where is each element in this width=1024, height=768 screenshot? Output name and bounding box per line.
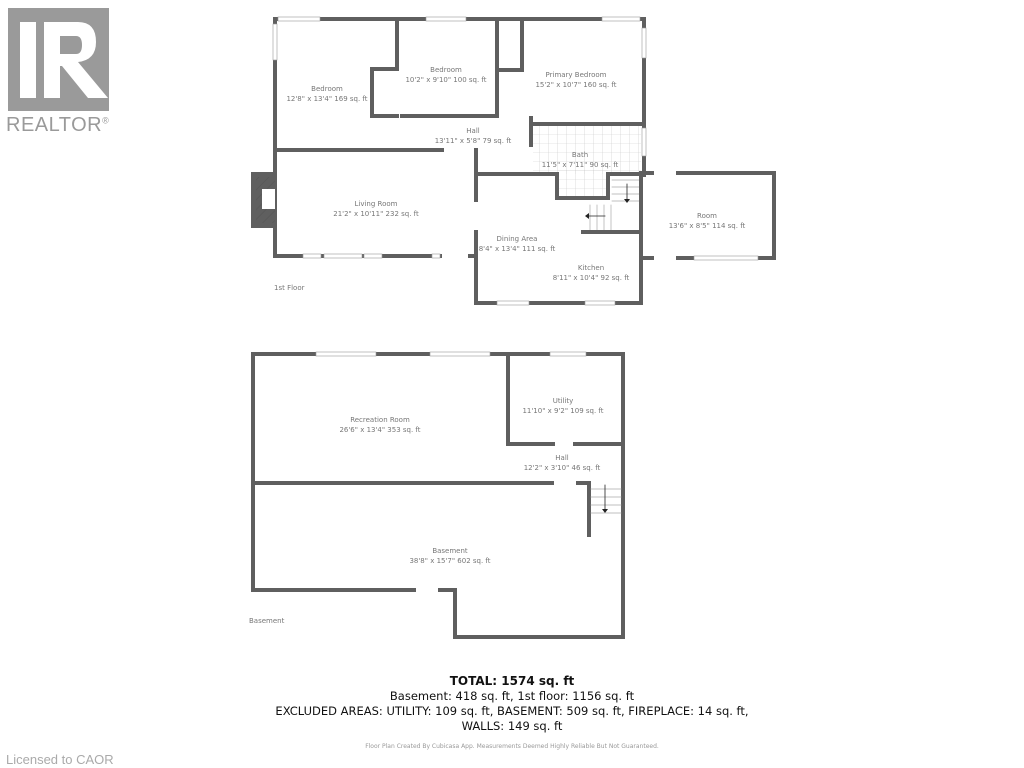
realtor-logo bbox=[8, 8, 109, 111]
floor-label-1st: 1st Floor bbox=[274, 284, 305, 292]
total-area: TOTAL: 1574 sq. ft bbox=[449, 674, 575, 688]
disclaimer: Floor Plan Created By Cubicasa App. Meas… bbox=[365, 743, 659, 750]
first-floor-plan bbox=[251, 16, 776, 306]
realtor-r-icon bbox=[20, 22, 108, 98]
walls-area: WALLS: 149 sq. ft bbox=[461, 719, 563, 733]
excluded-areas: EXCLUDED AREAS: UTILITY: 109 sq. ft, BAS… bbox=[275, 704, 749, 718]
realtor-wordmark: REALTOR® bbox=[6, 114, 110, 136]
basement-plan bbox=[251, 351, 625, 639]
licensed-text: Licensed to CAOR bbox=[6, 752, 114, 767]
area-by-floor: Basement: 418 sq. ft, 1st floor: 1156 sq… bbox=[389, 689, 635, 703]
floor-label-basement: Basement bbox=[249, 617, 285, 625]
